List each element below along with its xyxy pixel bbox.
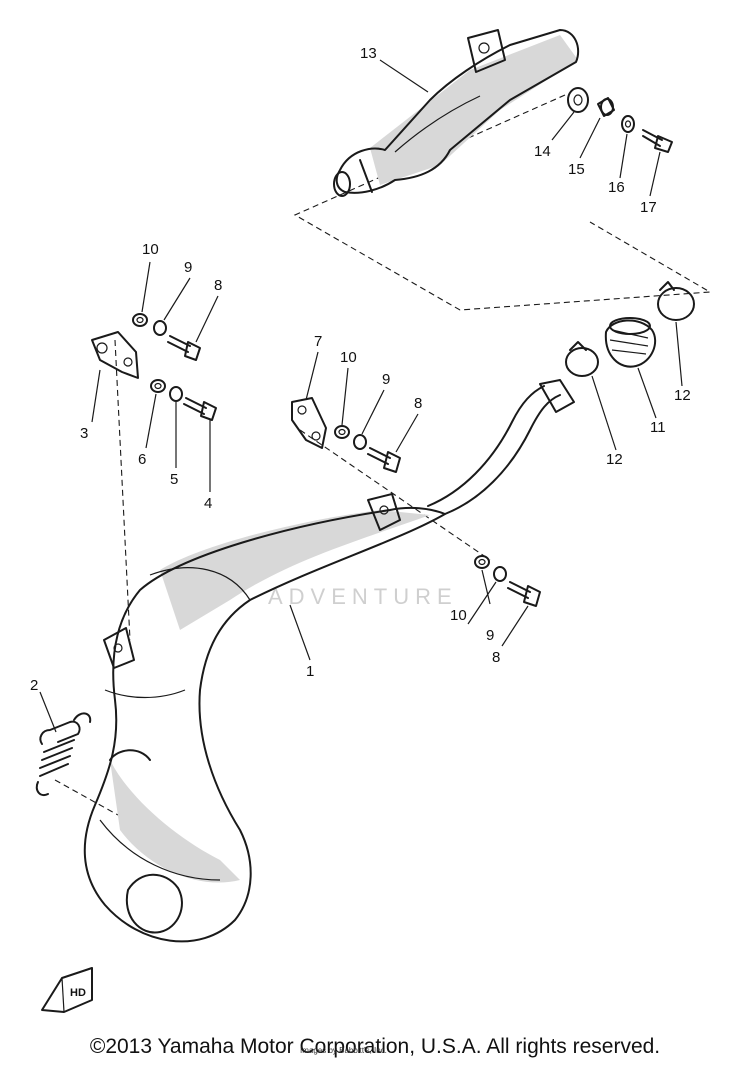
part-16-washer[interactable]	[621, 115, 635, 133]
callout-16: 16	[608, 179, 625, 196]
assembly-dashed-lines	[54, 94, 712, 816]
leader-lines	[39, 59, 683, 733]
callout-9-center: 9	[382, 371, 390, 388]
callout-1: 1	[306, 663, 314, 680]
callout-9-lower-right: 9	[486, 627, 494, 644]
callout-17: 17	[640, 199, 657, 216]
part-7-bracket[interactable]	[291, 397, 327, 449]
callout-7: 7	[314, 333, 322, 350]
copyright-notice: ©2013 Yamaha Motor Corporation, U.S.A. A…	[89, 1035, 661, 1058]
part-3-bracket[interactable]	[91, 331, 139, 379]
part-2-spring[interactable]	[35, 712, 92, 796]
part-1-exhaust-pipe[interactable]	[83, 379, 575, 943]
part-11-joint[interactable]	[604, 317, 657, 368]
callout-labels: 13 14 15 16 17 10 9 8 3 6 5 4 7 10 9 8 1…	[30, 45, 691, 694]
part-12-clamp-left[interactable]	[565, 341, 599, 377]
part-8-bolt-lower-right[interactable]	[507, 581, 541, 607]
part-12-clamp-right[interactable]	[657, 281, 695, 321]
callout-11: 11	[650, 419, 666, 436]
front-direction-logo: HD	[41, 967, 93, 1013]
callout-8-center: 8	[414, 395, 422, 412]
part-9-lock-washer-lower-right[interactable]	[493, 566, 507, 582]
part-5-lock-washer[interactable]	[169, 386, 183, 402]
part-14-damper[interactable]	[567, 87, 589, 113]
callout-8-upper-left: 8	[214, 277, 222, 294]
callout-6: 6	[138, 451, 146, 468]
part-15-collar[interactable]	[597, 97, 615, 117]
callout-3: 3	[80, 425, 88, 442]
callout-10-upper-left: 10	[142, 241, 159, 258]
part-9-lock-washer-upper-left[interactable]	[153, 320, 167, 336]
part-8-bolt-upper-left[interactable]	[167, 335, 201, 361]
callout-13: 13	[360, 45, 377, 62]
part-9-lock-washer-center[interactable]	[353, 434, 367, 450]
image-credit: Images by Babbitt's, Inc.	[300, 1046, 387, 1055]
part-10-washer-upper-left[interactable]	[132, 313, 148, 327]
callout-8-lower-right: 8	[492, 649, 500, 666]
part-17-bolt[interactable]	[642, 129, 673, 153]
callout-2: 2	[30, 677, 38, 694]
part-10-washer-center[interactable]	[334, 425, 350, 439]
callout-12-right: 12	[674, 387, 691, 404]
watermark-text: ADVENTURE	[268, 584, 458, 609]
logo-text: HD	[70, 987, 86, 999]
part-10-washer-lower-right[interactable]	[474, 555, 490, 569]
callout-14: 14	[534, 143, 551, 160]
callout-12-left: 12	[606, 451, 623, 468]
part-13-silencer[interactable]	[333, 29, 580, 197]
callout-4: 4	[204, 495, 212, 512]
part-6-washer[interactable]	[150, 379, 166, 393]
part-4-bolt[interactable]	[183, 397, 217, 421]
callout-5: 5	[170, 471, 178, 488]
part-8-bolt-center[interactable]	[367, 447, 401, 473]
callout-10-center: 10	[340, 349, 357, 366]
callout-15: 15	[568, 161, 585, 178]
callout-10-lower-right: 10	[450, 607, 467, 624]
callout-9-upper-left: 9	[184, 259, 192, 276]
